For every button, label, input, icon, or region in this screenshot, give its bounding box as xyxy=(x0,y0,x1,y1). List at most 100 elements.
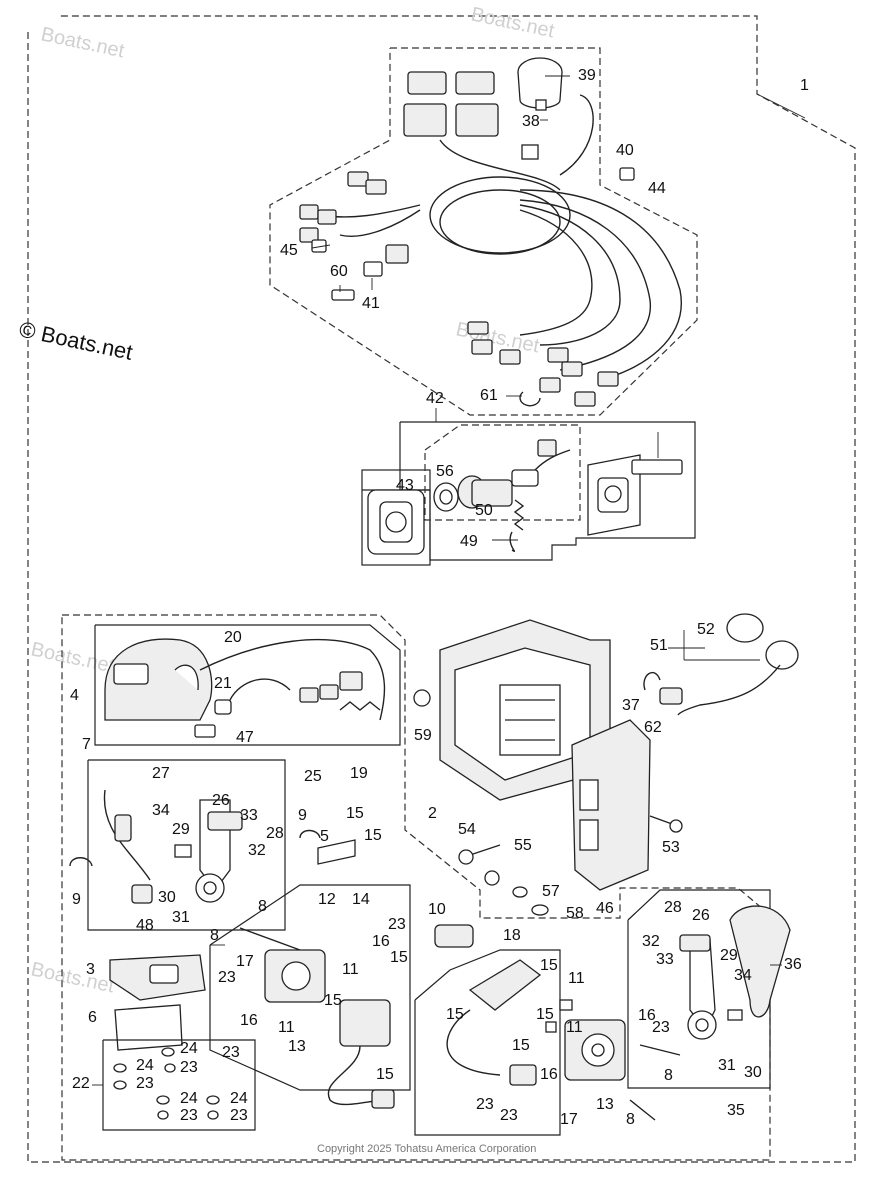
callout-24: 24 xyxy=(180,1090,198,1107)
callout-23: 23 xyxy=(500,1107,518,1124)
callout-40: 40 xyxy=(616,142,634,159)
remote-control-group xyxy=(61,614,771,1161)
callout-11: 11 xyxy=(278,1019,295,1036)
callout-28: 28 xyxy=(664,899,682,916)
callout-41: 41 xyxy=(362,295,380,312)
bracket-group xyxy=(413,613,799,916)
callout-11: 11 xyxy=(568,970,585,987)
callout-23: 23 xyxy=(136,1075,154,1092)
callout-15: 15 xyxy=(376,1066,394,1083)
callout-10: 10 xyxy=(428,901,446,918)
callout-16: 16 xyxy=(240,1012,258,1029)
callout-15: 15 xyxy=(324,992,342,1009)
callout-16: 16 xyxy=(540,1066,558,1083)
callout-35: 35 xyxy=(727,1102,745,1119)
callout-13: 13 xyxy=(288,1038,306,1055)
callout-15: 15 xyxy=(390,949,408,966)
callout-46: 46 xyxy=(596,900,614,917)
callout-15: 15 xyxy=(346,805,364,822)
subassembly-18 xyxy=(414,924,681,1136)
callout-12: 12 xyxy=(318,891,336,908)
callout-47: 47 xyxy=(236,729,254,746)
key-switch-group-42 xyxy=(361,408,696,566)
callout-6: 6 xyxy=(88,1009,97,1026)
callout-26: 26 xyxy=(692,907,710,924)
callout-2: 2 xyxy=(428,805,437,822)
watermark: Boats.net xyxy=(454,318,542,357)
callout-1: 1 xyxy=(800,77,809,94)
callout-15: 15 xyxy=(512,1037,530,1054)
callout-16: 16 xyxy=(638,1007,656,1024)
callout-8: 8 xyxy=(626,1111,635,1128)
harness-group-44 xyxy=(269,47,698,416)
callout-15: 15 xyxy=(536,1006,554,1023)
callout-34: 34 xyxy=(152,802,170,819)
callout-51: 51 xyxy=(650,637,668,654)
callout-57: 57 xyxy=(542,883,560,900)
callout-15: 15 xyxy=(540,957,558,974)
subassembly-35 xyxy=(627,889,791,1089)
callout-21: 21 xyxy=(214,675,232,692)
callout-23: 23 xyxy=(230,1107,248,1124)
callout-32: 32 xyxy=(248,842,266,859)
callout-15: 15 xyxy=(446,1006,464,1023)
callout-11: 11 xyxy=(566,1019,583,1036)
callout-30: 30 xyxy=(744,1064,762,1081)
callout-9: 9 xyxy=(72,891,81,908)
callout-45: 45 xyxy=(280,242,298,259)
callout-17: 17 xyxy=(560,1111,578,1128)
callout-8: 8 xyxy=(258,898,267,915)
callout-23: 23 xyxy=(476,1096,494,1113)
callout-33: 33 xyxy=(240,807,258,824)
watermark: Boats.net xyxy=(29,958,117,997)
callout-28: 28 xyxy=(266,825,284,842)
callout-50: 50 xyxy=(475,502,493,519)
callout-3: 3 xyxy=(86,961,95,978)
callout-24: 24 xyxy=(136,1057,154,1074)
callout-24: 24 xyxy=(180,1040,198,1057)
callout-48: 48 xyxy=(136,917,154,934)
callout-19: 19 xyxy=(350,765,368,782)
callout-labels: 1 39 38 40 44 45 60 41 61 42 56 43 50 49… xyxy=(70,67,809,1128)
callout-9: 9 xyxy=(298,807,307,824)
callout-49: 49 xyxy=(460,533,478,550)
callout-5: 5 xyxy=(320,828,329,845)
callout-31: 31 xyxy=(718,1057,736,1074)
callout-56: 56 xyxy=(436,463,454,480)
callout-8: 8 xyxy=(210,927,219,944)
watermark: Boats.net xyxy=(29,638,117,677)
callout-22: 22 xyxy=(72,1075,90,1092)
callout-4: 4 xyxy=(70,687,79,704)
assembly-boundary xyxy=(27,15,856,1163)
callout-61: 61 xyxy=(480,387,498,404)
callout-39: 39 xyxy=(578,67,596,84)
callout-23: 23 xyxy=(222,1044,240,1061)
callout-37: 37 xyxy=(622,697,640,714)
callout-16: 16 xyxy=(372,933,390,950)
callout-52: 52 xyxy=(697,621,715,638)
callout-20: 20 xyxy=(224,629,242,646)
callout-43: 43 xyxy=(396,477,414,494)
callout-17: 17 xyxy=(236,953,254,970)
callout-13: 13 xyxy=(596,1096,614,1113)
callout-59: 59 xyxy=(414,727,432,744)
callout-36: 36 xyxy=(784,956,802,973)
callout-24: 24 xyxy=(230,1090,248,1107)
callout-23: 23 xyxy=(652,1019,670,1036)
callout-14: 14 xyxy=(352,891,370,908)
callout-38: 38 xyxy=(522,113,540,130)
watermark-main: © Boats.net xyxy=(17,316,135,364)
callout-58: 58 xyxy=(566,905,584,922)
callout-23: 23 xyxy=(180,1107,198,1124)
callout-25: 25 xyxy=(304,768,322,785)
callout-15: 15 xyxy=(364,827,382,844)
callout-44: 44 xyxy=(648,180,666,197)
watermark: Boats.net xyxy=(469,3,557,42)
callout-34: 34 xyxy=(734,967,752,984)
callout-60: 60 xyxy=(330,263,348,280)
callout-33: 33 xyxy=(656,951,674,968)
callout-7: 7 xyxy=(82,736,91,753)
callout-42: 42 xyxy=(426,390,444,407)
callout-54: 54 xyxy=(458,821,476,838)
